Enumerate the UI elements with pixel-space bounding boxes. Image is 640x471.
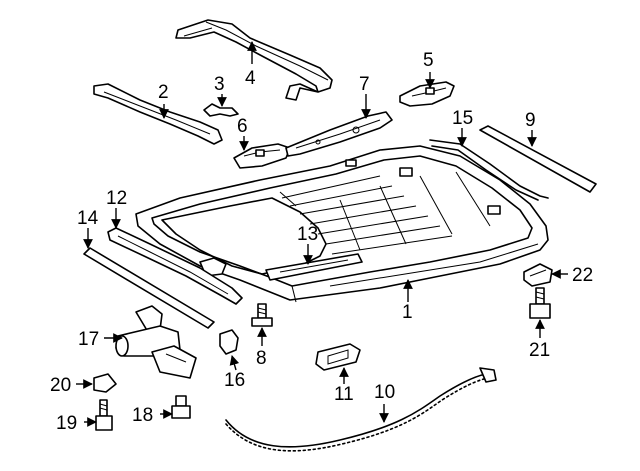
callout-21: 21: [529, 340, 550, 361]
callout-3: 3: [214, 74, 225, 95]
callout-8: 8: [256, 348, 267, 369]
callout-5: 5: [423, 50, 434, 71]
part-20-clip[interactable]: [93, 373, 117, 393]
leader-lines: [76, 41, 568, 427]
callout-4: 4: [245, 68, 256, 89]
callout-17: 17: [78, 329, 99, 350]
part-15-drain-strip[interactable]: [429, 139, 549, 201]
callout-13: 13: [297, 224, 318, 245]
part-14-side-seal[interactable]: [83, 247, 215, 329]
part-3-clip[interactable]: [203, 103, 239, 117]
callout-6: 6: [237, 116, 248, 137]
part-6-guide-block[interactable]: [233, 143, 291, 169]
callout-15: 15: [452, 108, 473, 129]
callout-10: 10: [374, 382, 395, 403]
callout-14: 14: [77, 208, 99, 229]
part-1-sunroof-frame[interactable]: [135, 145, 549, 303]
part-12-side-track[interactable]: [107, 227, 243, 305]
part-7-guide-rail[interactable]: [285, 111, 393, 157]
part-10-drive-cable[interactable]: [225, 367, 497, 452]
callout-1: 1: [402, 302, 413, 323]
callout-19: 19: [56, 413, 77, 434]
part-21-bolt[interactable]: [529, 287, 551, 319]
part-11-switch[interactable]: [315, 343, 361, 371]
callout-18: 18: [132, 405, 153, 426]
part-18-stud[interactable]: [171, 395, 191, 419]
callout-labels: 4 2 3 5 6 7 15 9 12 14 13 1 8 16 17 11 1…: [50, 50, 593, 434]
callout-11: 11: [334, 384, 354, 405]
part-22-clip-nut[interactable]: [523, 263, 553, 287]
part-13-strip[interactable]: [265, 253, 363, 281]
part-2-bracket[interactable]: [93, 83, 223, 145]
callout-22: 22: [572, 265, 593, 286]
part-9-seal-strip[interactable]: [479, 125, 597, 193]
part-19-bolt[interactable]: [95, 399, 113, 431]
callout-16: 16: [224, 370, 245, 391]
callout-2: 2: [158, 82, 169, 103]
part-5-bracket[interactable]: [399, 81, 455, 107]
callout-20: 20: [50, 375, 71, 396]
callout-9: 9: [525, 110, 536, 131]
part-8-bolt[interactable]: [251, 303, 273, 327]
part-17-motor[interactable]: [115, 305, 197, 379]
callout-12: 12: [106, 188, 127, 209]
part-16-cap[interactable]: [219, 329, 239, 355]
callout-7: 7: [359, 74, 370, 95]
